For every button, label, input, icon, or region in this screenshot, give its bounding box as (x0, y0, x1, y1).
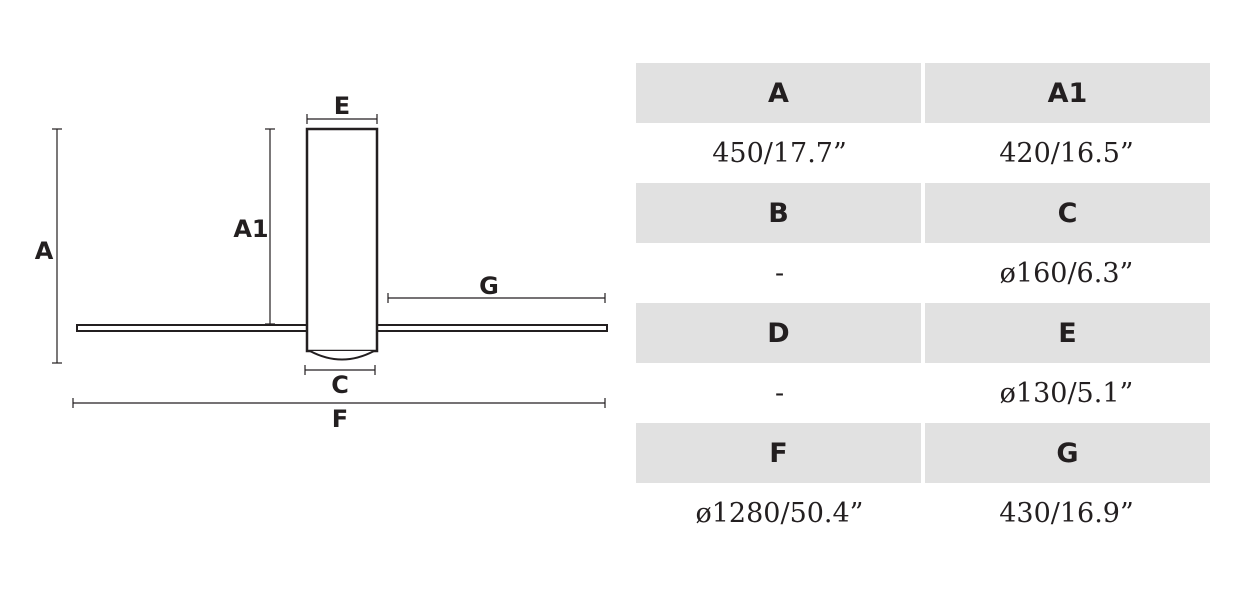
right-blade (376, 324, 608, 332)
table-value-row: - ø130/5.1” (636, 363, 1210, 423)
header-cell-a1: A1 (923, 63, 1210, 123)
fan-dimension-diagram: A A1 E G C F (35, 92, 608, 433)
header-cell-f: F (636, 423, 925, 483)
header-cell-g: G (923, 423, 1210, 483)
table-header-row: A A1 (636, 63, 1210, 123)
label-a: A (35, 237, 54, 265)
value-cell-a: 450/17.7” (712, 137, 847, 169)
dimension-table: A A1 450/17.7” 420/16.5” B C - ø160/6.3”… (636, 63, 1210, 543)
header-cell-e: E (923, 303, 1210, 363)
table-header-row: F G (636, 423, 1210, 483)
label-g: G (479, 272, 499, 300)
table-value-row: - ø160/6.3” (636, 243, 1210, 303)
motor-bottom-cap (309, 350, 375, 361)
value-cell-b: - (774, 257, 785, 289)
value-cell-c: ø160/6.3” (999, 257, 1134, 289)
header-cell-b: B (636, 183, 925, 243)
table-value-row: ø1280/50.4” 430/16.9” (636, 483, 1210, 543)
header-cell-a: A (636, 63, 925, 123)
label-e: E (334, 92, 350, 120)
header-cell-c: C (923, 183, 1210, 243)
value-cell-f: ø1280/50.4” (695, 497, 864, 529)
value-cell-e: ø130/5.1” (999, 377, 1134, 409)
label-c: C (331, 371, 349, 399)
left-blade (76, 324, 308, 332)
value-cell-a1: 420/16.5” (999, 137, 1134, 169)
header-cell-d: D (636, 303, 925, 363)
motor-body (305, 127, 379, 353)
value-cell-d: - (774, 377, 785, 409)
label-f: F (332, 405, 348, 433)
table-header-row: D E (636, 303, 1210, 363)
label-a1: A1 (233, 215, 268, 243)
value-cell-g: 430/16.9” (999, 497, 1134, 529)
table-value-row: 450/17.7” 420/16.5” (636, 123, 1210, 183)
table-header-row: B C (636, 183, 1210, 243)
